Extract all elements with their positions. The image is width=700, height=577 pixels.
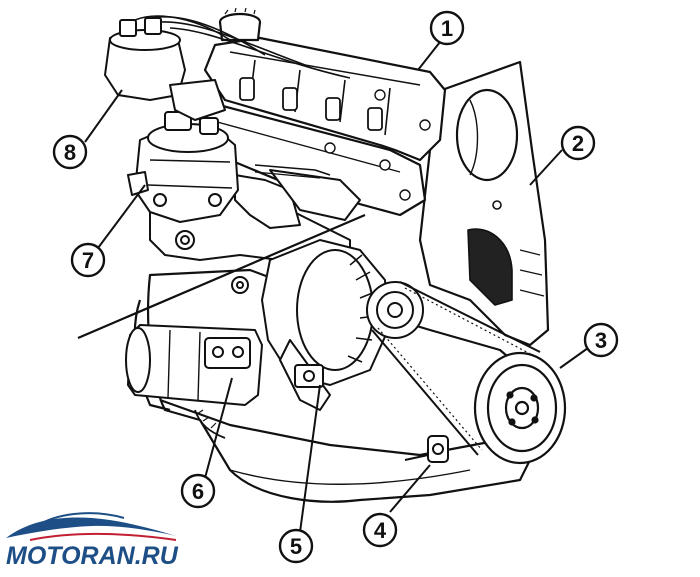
distributor xyxy=(104,15,351,121)
drive-belt xyxy=(371,281,541,456)
callout-number: 1 xyxy=(441,16,453,41)
logo-car-swoosh xyxy=(6,517,176,538)
callout-number: 6 xyxy=(192,479,204,504)
timing-belt-cover xyxy=(418,60,550,347)
callout-leaders xyxy=(84,41,589,533)
callout-2: 2 xyxy=(560,125,596,161)
callout-number: 8 xyxy=(64,140,76,165)
callout-5: 5 xyxy=(278,528,314,564)
callout-7: 7 xyxy=(70,242,106,278)
callout-4: 4 xyxy=(362,512,398,548)
callout-number: 3 xyxy=(595,328,607,353)
callout-number: 2 xyxy=(572,131,584,156)
callout-6: 6 xyxy=(180,473,216,509)
carburetor xyxy=(127,111,239,223)
callout-number: 5 xyxy=(290,534,302,559)
crankshaft-pulley xyxy=(473,351,567,465)
alternator-pulley xyxy=(366,281,424,339)
site-logo: MOTORAN.RU xyxy=(6,512,179,570)
callout-number: 7 xyxy=(82,248,94,273)
callout-8: 8 xyxy=(52,134,88,170)
alternator xyxy=(261,239,389,411)
callout-number: 4 xyxy=(374,518,387,543)
callout-1: 1 xyxy=(429,10,465,46)
callout-3: 3 xyxy=(583,322,619,358)
linkage-rod xyxy=(77,213,366,340)
logo-text: MOTORAN.RU xyxy=(6,542,179,570)
logo-accent-line xyxy=(29,533,177,541)
starter-motor xyxy=(125,324,263,439)
logo-car-roof xyxy=(39,512,125,525)
oil-pressure-sender xyxy=(404,435,449,463)
